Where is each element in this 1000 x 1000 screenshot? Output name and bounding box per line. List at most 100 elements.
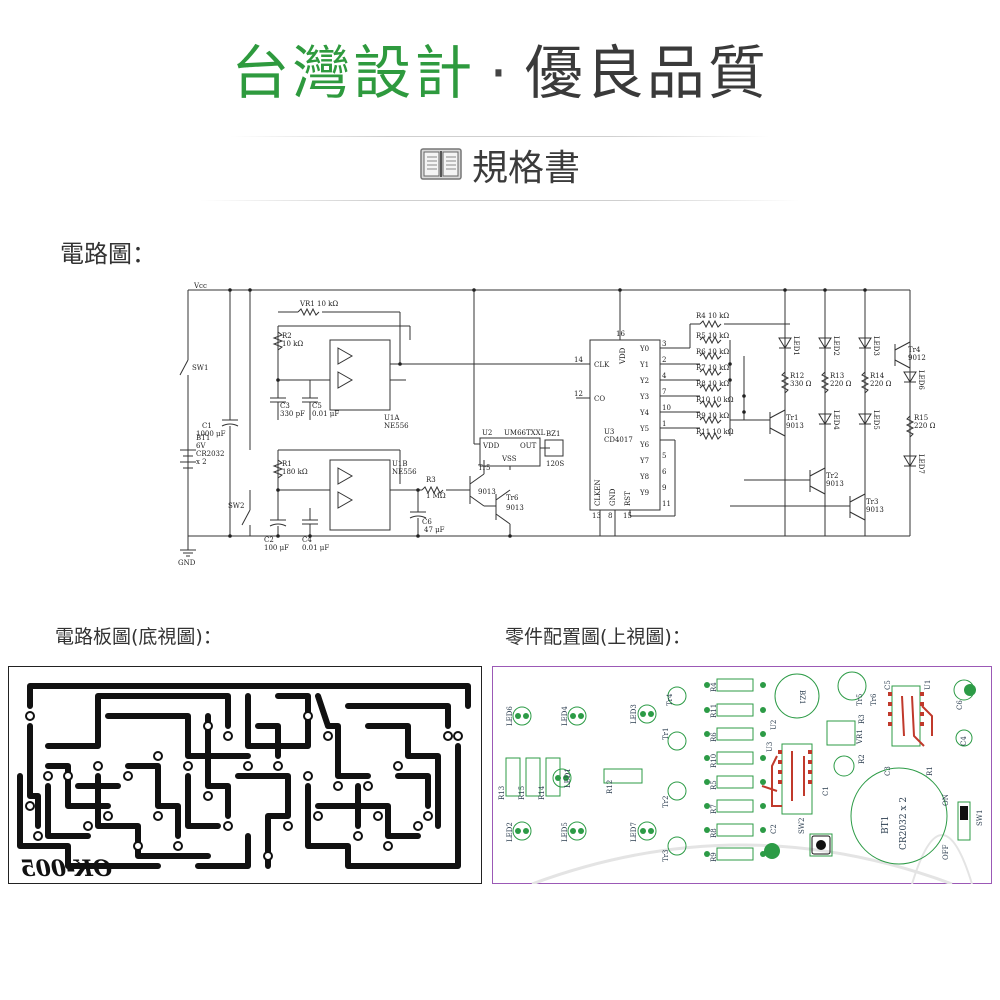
tr4-value: 9012	[908, 354, 926, 362]
c3-label: C3	[280, 402, 290, 410]
spec-heading: 規格書	[0, 145, 1000, 195]
u3-pin-2: 2	[662, 356, 666, 364]
u1b-label: U1B	[392, 460, 408, 468]
layout-r12: R12	[606, 780, 614, 794]
divider-top	[230, 136, 770, 137]
layout-c1: C1	[822, 786, 830, 796]
led4-label: LED4	[832, 410, 840, 430]
u3-pin-4: 4	[662, 372, 667, 380]
layout-on: ON	[942, 794, 950, 806]
layout-r6: R6	[710, 732, 718, 742]
u3-y0: Y0	[639, 345, 649, 353]
r8-label: R8 10 kΩ	[696, 380, 729, 388]
r10-label: R10 10 kΩ	[696, 396, 734, 404]
tr1-value: 9013	[786, 422, 804, 430]
c5-value: 0.01 μF	[312, 410, 339, 418]
layout-r1: R1	[926, 766, 934, 776]
led5-label: LED5	[872, 410, 880, 430]
layout-led6: LED6	[506, 706, 514, 726]
layout-tr5: Tr5	[856, 694, 864, 706]
u3-y5: Y5	[639, 425, 649, 433]
layout-r3: R3	[858, 714, 866, 724]
layout-r5: R5	[710, 780, 718, 790]
u3-pin-1: 1	[662, 420, 666, 428]
u3-clk: CLK	[594, 361, 610, 369]
layout-tr4: Tr4	[666, 693, 674, 706]
r12-value: 330 Ω	[790, 380, 812, 388]
c4-label: C4	[302, 536, 312, 544]
r9-label: R9 10 kΩ	[696, 412, 729, 420]
u3-y4: Y4	[639, 409, 650, 417]
divider-spec	[200, 200, 800, 201]
layout-led7: LED7	[630, 822, 638, 842]
layout-led4: LED4	[561, 706, 569, 726]
r12-label: R12	[790, 372, 804, 380]
tr3-value: 9013	[866, 506, 884, 514]
bt1-line1: BT1	[196, 434, 210, 442]
r2-value: 10 kΩ	[282, 340, 303, 348]
vcc-label: Vcc	[193, 282, 207, 290]
layout-c3: C3	[884, 766, 892, 776]
tr4-label: Tr4	[908, 346, 921, 354]
u3-rst: RST	[624, 491, 632, 506]
layout-r11: R11	[710, 704, 718, 718]
u3-label: U3	[604, 428, 614, 436]
r1-value: 180 kΩ	[282, 468, 308, 476]
bt1-line3: CR2032	[196, 450, 224, 458]
u2-label: U2	[482, 429, 492, 437]
layout-u3: U3	[766, 742, 774, 752]
led3-label: LED3	[872, 336, 880, 356]
open-book-icon	[420, 146, 462, 195]
tr5-value: 9013	[478, 488, 496, 496]
u3-pin-6: 6	[662, 468, 667, 476]
layout-c2: C2	[770, 824, 778, 834]
c5-label: C5	[312, 402, 322, 410]
u3-y9: Y9	[639, 489, 649, 497]
tr1-label: Tr1	[786, 414, 798, 422]
r6-label: R6 10 kΩ	[696, 348, 729, 356]
layout-led3: LED3	[630, 704, 638, 724]
r4-label: R4 10 kΩ	[696, 312, 729, 320]
r3-value: 1 MΩ	[426, 492, 446, 500]
r11-label: R11 10 kΩ	[696, 428, 734, 436]
led6-label: LED6	[917, 370, 925, 390]
component-layout-top: LED6 LED4 LED3 LED1 LED2 LED5 LED7 R13 R…	[492, 666, 992, 884]
u2-vss: VSS	[501, 455, 517, 463]
u3-pin-16: 16	[616, 330, 625, 338]
u2-out: OUT	[520, 442, 537, 450]
c3-value: 330 pF	[280, 410, 305, 418]
pcb-bottom-label: 電路板圖(底視圖)：	[55, 626, 222, 648]
u2-part: UM66TXXL	[504, 429, 546, 437]
layout-r8: R8	[710, 828, 718, 838]
r14-value: 220 Ω	[870, 380, 892, 388]
u3-pin-5: 5	[662, 452, 666, 460]
circuit-schematic: Vcc GND SW1 SW2 BT1 6V CR2032 x 2 C1 100…	[178, 282, 936, 567]
u3-output-labels: Y0 Y1 Y2 Y3 Y4 Y5 Y6 Y7 Y8 Y9 3 2 4 7 10…	[639, 340, 671, 508]
layout-r2: R2	[858, 754, 866, 764]
u3-y8: Y8	[639, 473, 649, 481]
layout-r13: R13	[498, 786, 506, 800]
layout-off: OFF	[942, 844, 950, 860]
layout-c4: C4	[960, 736, 968, 746]
layout-r10: R10	[710, 754, 718, 768]
r3-label: R3	[426, 476, 436, 484]
r13-label: R13	[830, 372, 844, 380]
u2-vdd: VDD	[482, 442, 500, 450]
r2-label: R2	[282, 332, 292, 340]
layout-u1: U1	[924, 680, 932, 690]
r14-label: R14	[870, 372, 885, 380]
tr6-label: Tr6	[506, 494, 519, 502]
layout-r4: R4	[710, 682, 718, 692]
r1-label: R1	[282, 460, 292, 468]
headline-separator: ·	[489, 39, 511, 107]
u3-pin-3: 3	[662, 340, 666, 348]
layout-led5: LED5	[561, 822, 569, 842]
layout-bz1: BZ1	[798, 690, 806, 704]
headline-right: 優良品質	[524, 39, 769, 107]
led1-label: LED1	[792, 336, 800, 356]
c2-label: C2	[264, 536, 274, 544]
u3-y2: Y2	[639, 377, 649, 385]
spec-title: 規格書	[471, 148, 580, 189]
layout-top-label: 零件配置圖(上視圖)：	[505, 626, 691, 648]
layout-bt1-spec: CR2032 x 2	[899, 797, 909, 850]
